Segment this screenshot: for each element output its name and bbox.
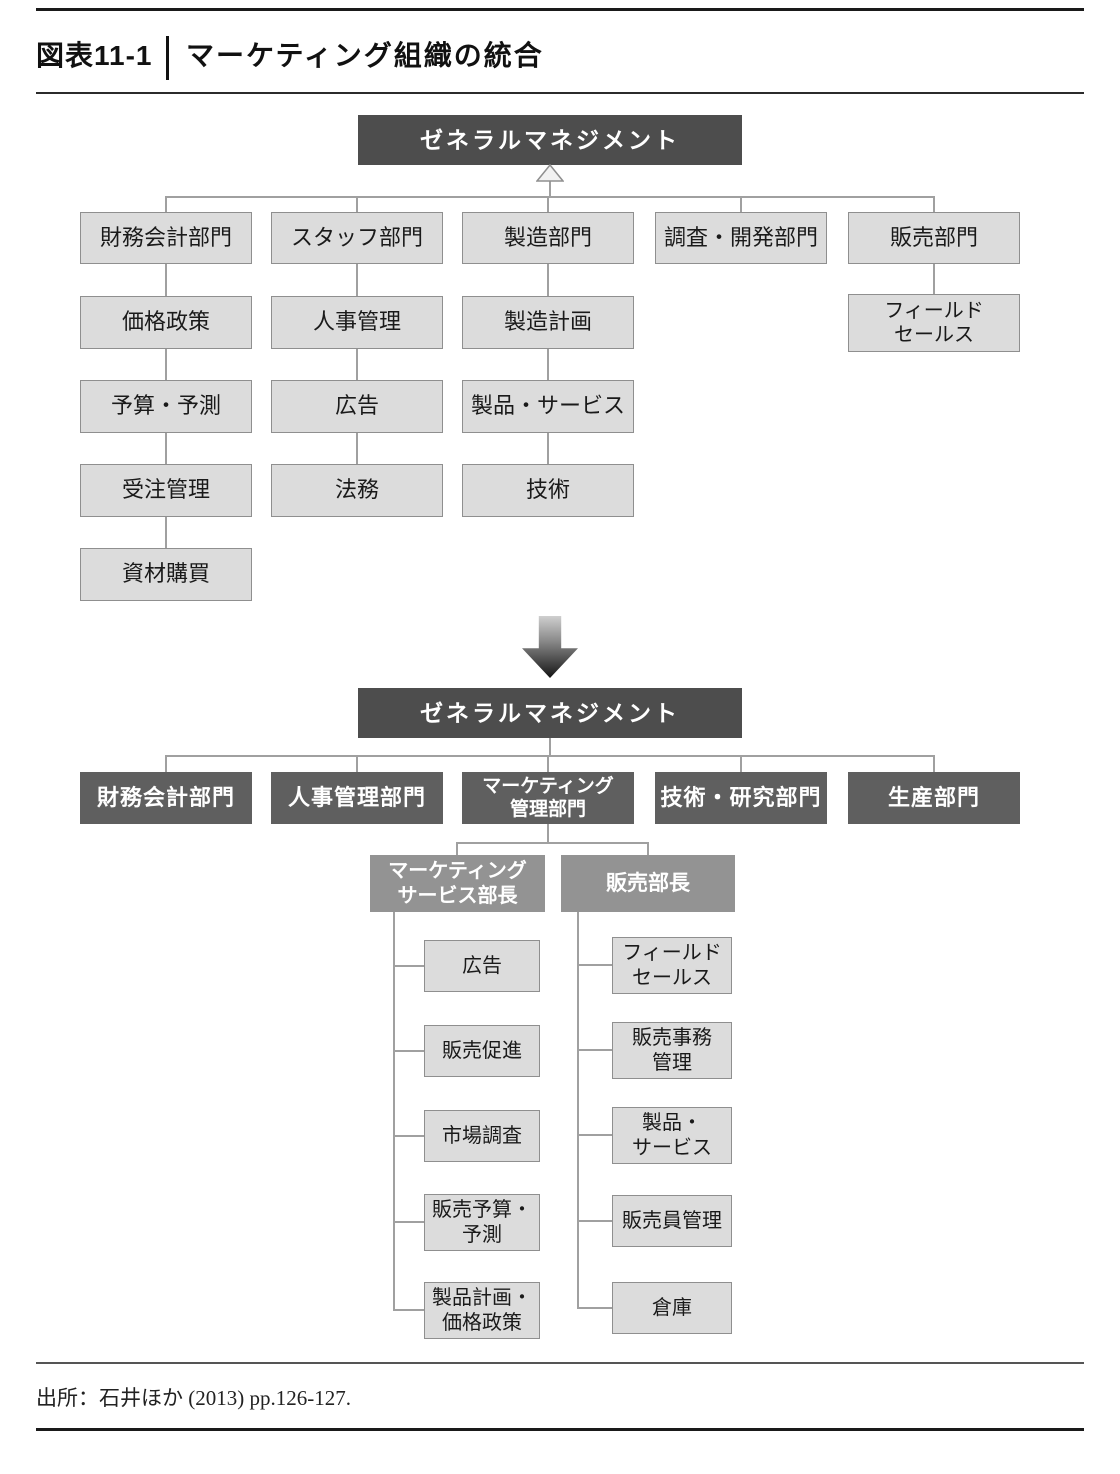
connector-line	[547, 755, 549, 772]
chart1-dept-box: 販売部門	[848, 212, 1020, 264]
chart1-sub-box: 人事管理	[271, 296, 443, 349]
chart1-sub-box: 受注管理	[80, 464, 252, 517]
chart2-sub-box: 製品計画・ 価格政策	[424, 1282, 540, 1339]
connector-line	[165, 196, 167, 212]
chart2-dept-box: 人事管理部門	[271, 772, 443, 824]
connector-line	[933, 196, 935, 212]
connector-line	[547, 264, 549, 466]
chart2-manager-box: マーケティング サービス部長	[370, 855, 545, 912]
connector-line	[740, 196, 742, 212]
chart1-sub-box: フィールド セールス	[848, 294, 1020, 352]
connector-line	[549, 738, 551, 755]
connector-line	[393, 1309, 424, 1311]
chart2-sub-box: 広告	[424, 940, 540, 992]
chart2-sub-box: 販売予算・ 予測	[424, 1194, 540, 1251]
chart2-sub-box: フィールド セールス	[612, 937, 732, 994]
figure-number: 図表11-1	[36, 40, 153, 71]
connector-line	[393, 1050, 424, 1052]
connector-line	[165, 755, 167, 772]
connector-line	[933, 264, 935, 296]
connector-line	[577, 1307, 612, 1309]
connector-line	[577, 1134, 612, 1136]
chart2-dept-box: マーケティング 管理部門	[462, 772, 634, 824]
chart1-sub-box: 法務	[271, 464, 443, 517]
chart1-sub-box: 広告	[271, 380, 443, 433]
chart1-sub-box: 製品・サービス	[462, 380, 634, 433]
chart1-dept-box: スタッフ部門	[271, 212, 443, 264]
chart1-root-box: ゼネラルマネジメント	[358, 115, 742, 165]
connector-line	[456, 842, 649, 844]
chart2-sub-box: 販売事務 管理	[612, 1022, 732, 1079]
chart1-sub-box: 予算・予測	[80, 380, 252, 433]
chart2-sub-box: 製品・ サービス	[612, 1107, 732, 1164]
connector-line	[577, 912, 579, 1308]
chart2-dept-box: 生産部門	[848, 772, 1020, 824]
chart2-sub-box: 販売促進	[424, 1025, 540, 1077]
connector-line	[165, 755, 935, 757]
connector-line	[393, 912, 395, 1311]
transform-arrow-icon	[522, 616, 578, 678]
header-underline	[36, 92, 1084, 94]
connector-line	[393, 965, 424, 967]
connector-line	[393, 1221, 424, 1223]
connector-line	[577, 1049, 612, 1051]
up-arrowhead-icon	[536, 164, 564, 182]
connector-line	[647, 842, 649, 855]
connector-line	[356, 264, 358, 466]
connector-line	[740, 755, 742, 772]
footer-rule	[36, 1362, 1084, 1364]
connector-line	[577, 964, 612, 966]
connector-line	[547, 196, 549, 212]
connector-line	[393, 1135, 424, 1137]
chart2-root-box: ゼネラルマネジメント	[358, 688, 742, 738]
chart2-manager-box: 販売部長	[561, 855, 735, 912]
header-divider	[166, 36, 169, 80]
chart1-sub-box: 価格政策	[80, 296, 252, 349]
connector-line	[549, 180, 551, 198]
chart2-dept-box: 財務会計部門	[80, 772, 252, 824]
connector-line	[456, 842, 458, 855]
chart2-sub-box: 倉庫	[612, 1282, 732, 1334]
connector-line	[547, 824, 549, 842]
connector-line	[356, 755, 358, 772]
chart2-sub-box: 販売員管理	[612, 1195, 732, 1247]
chart1-sub-box: 製造計画	[462, 296, 634, 349]
chart1-dept-box: 調査・開発部門	[655, 212, 827, 264]
bottom-rule	[36, 1428, 1084, 1431]
chart2-dept-box: 技術・研究部門	[655, 772, 827, 824]
chart1-sub-box: 資材購買	[80, 548, 252, 601]
chart1-dept-box: 財務会計部門	[80, 212, 252, 264]
top-rule	[36, 8, 1084, 11]
connector-line	[577, 1220, 612, 1222]
connector-line	[356, 196, 358, 212]
chart1-dept-box: 製造部門	[462, 212, 634, 264]
connector-line	[933, 755, 935, 772]
source-citation: 出所：石井ほか (2013) pp.126-127.	[36, 1386, 351, 1410]
connector-line	[165, 196, 935, 198]
chart2-sub-box: 市場調査	[424, 1110, 540, 1162]
figure-title: マーケティング組織の統合	[186, 40, 544, 71]
chart1-sub-box: 技術	[462, 464, 634, 517]
